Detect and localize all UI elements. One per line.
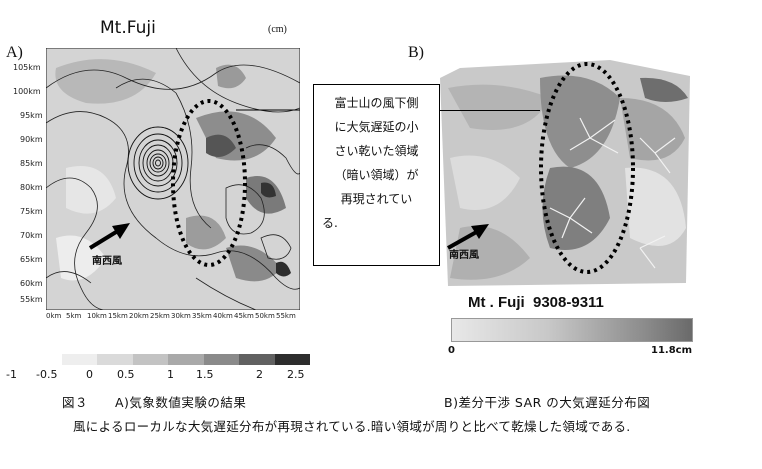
x-tick-0: 0km [46, 312, 62, 320]
colorbar-a-step [239, 354, 275, 365]
callout-line: さい乾いた領域 [334, 144, 419, 158]
x-tick-30: 30km [171, 312, 191, 320]
callout-line: （暗い領域）が [334, 168, 419, 182]
y-tick-90: 90km [20, 135, 43, 144]
y-tick-105: 105km [13, 63, 41, 72]
y-tick-100: 100km [13, 87, 41, 96]
callout-line: 富士山の風下側 [334, 96, 419, 110]
colorbar-a-label: 1 [167, 368, 174, 381]
x-tick-40: 40km [213, 312, 233, 320]
x-tick-25: 25km [150, 312, 170, 320]
dry-region-outline [171, 99, 247, 267]
colorbar-a-step [132, 354, 168, 365]
colorbar-a-label: 2 [256, 368, 263, 381]
colorbar-a-label: -1 [6, 368, 17, 381]
y-tick-80: 80km [20, 183, 43, 192]
colorbar-a-step [26, 354, 62, 365]
sar-bright-streaks [549, 117, 676, 269]
caption-body: 風によるローカルな大気遅延分布が再現されている.暗い領域が周りと比べて乾燥した領… [73, 419, 631, 434]
x-tick-10: 10km [87, 312, 107, 320]
y-tick-95: 95km [20, 111, 43, 120]
x-tick-50: 50km [255, 312, 275, 320]
wind-arrow-b [447, 224, 489, 250]
panel-b-sar-image [440, 60, 690, 286]
colorbar-a-label: -0.5 [36, 368, 58, 381]
callout-line: 再現されてい [340, 192, 413, 206]
annotation-callout: 富士山の風下側 に大気遅延の小 さい乾いた領域 （暗い領域）が 再現されてい る… [313, 84, 440, 266]
panel-b-title: Mt . Fuji 9308-9311 [468, 294, 604, 311]
y-tick-70: 70km [20, 231, 43, 240]
colorbar-a-label: 0.5 [117, 368, 135, 381]
colorbar-a-label: 1.5 [196, 368, 214, 381]
x-tick-5: 5km [66, 312, 82, 320]
callout-leader-b [440, 110, 540, 111]
colorbar-a-step [61, 354, 97, 365]
callout-line: に大気遅延の小 [334, 120, 419, 134]
wind-arrow-a [88, 223, 130, 250]
dry-region-outline-b [539, 62, 635, 274]
colorbar-a-label: 0 [86, 368, 93, 381]
panel-a-title: Mt.Fuji [100, 18, 156, 38]
y-tick-65: 65km [20, 255, 43, 264]
panel-a-label: A) [6, 44, 23, 61]
sar-texture [448, 75, 688, 280]
panel-a-map [46, 48, 300, 310]
y-tick-55: 55km [20, 295, 43, 304]
colorbar-b-max: 11.8cm [651, 345, 693, 356]
colorbar-a-label: 2.5 [287, 368, 305, 381]
x-tick-15: 15km [108, 312, 128, 320]
shaded-regions [55, 59, 291, 282]
wind-label-a: 南西風 [92, 256, 122, 267]
caption-b: B)差分干渉 SAR の大気遅延分布図 [444, 395, 651, 410]
x-tick-55: 55km [276, 312, 296, 320]
figure-number: 図３ [62, 395, 89, 410]
panel-b-label: B) [408, 44, 424, 61]
callout-line: る. [322, 216, 338, 230]
y-tick-85: 85km [20, 159, 43, 168]
colorbar-b-min: 0 [448, 345, 455, 356]
fuji-summit-contours [127, 126, 189, 200]
colorbar-a-step [97, 354, 133, 365]
x-tick-45: 45km [234, 312, 254, 320]
caption-a: A)気象数値実験の結果 [115, 395, 247, 410]
colorbar-a-step [274, 354, 310, 365]
x-tick-35: 35km [192, 312, 212, 320]
colorbar-b [451, 318, 693, 342]
panel-a-unit: (cm) [268, 24, 287, 35]
x-tick-20: 20km [129, 312, 149, 320]
colorbar-a-step [203, 354, 239, 365]
colorbar-a-step [168, 354, 204, 365]
y-tick-75: 75km [20, 207, 43, 216]
colorbar-a [26, 354, 310, 365]
wind-label-b: 南西風 [449, 250, 479, 261]
y-tick-60: 60km [20, 279, 43, 288]
